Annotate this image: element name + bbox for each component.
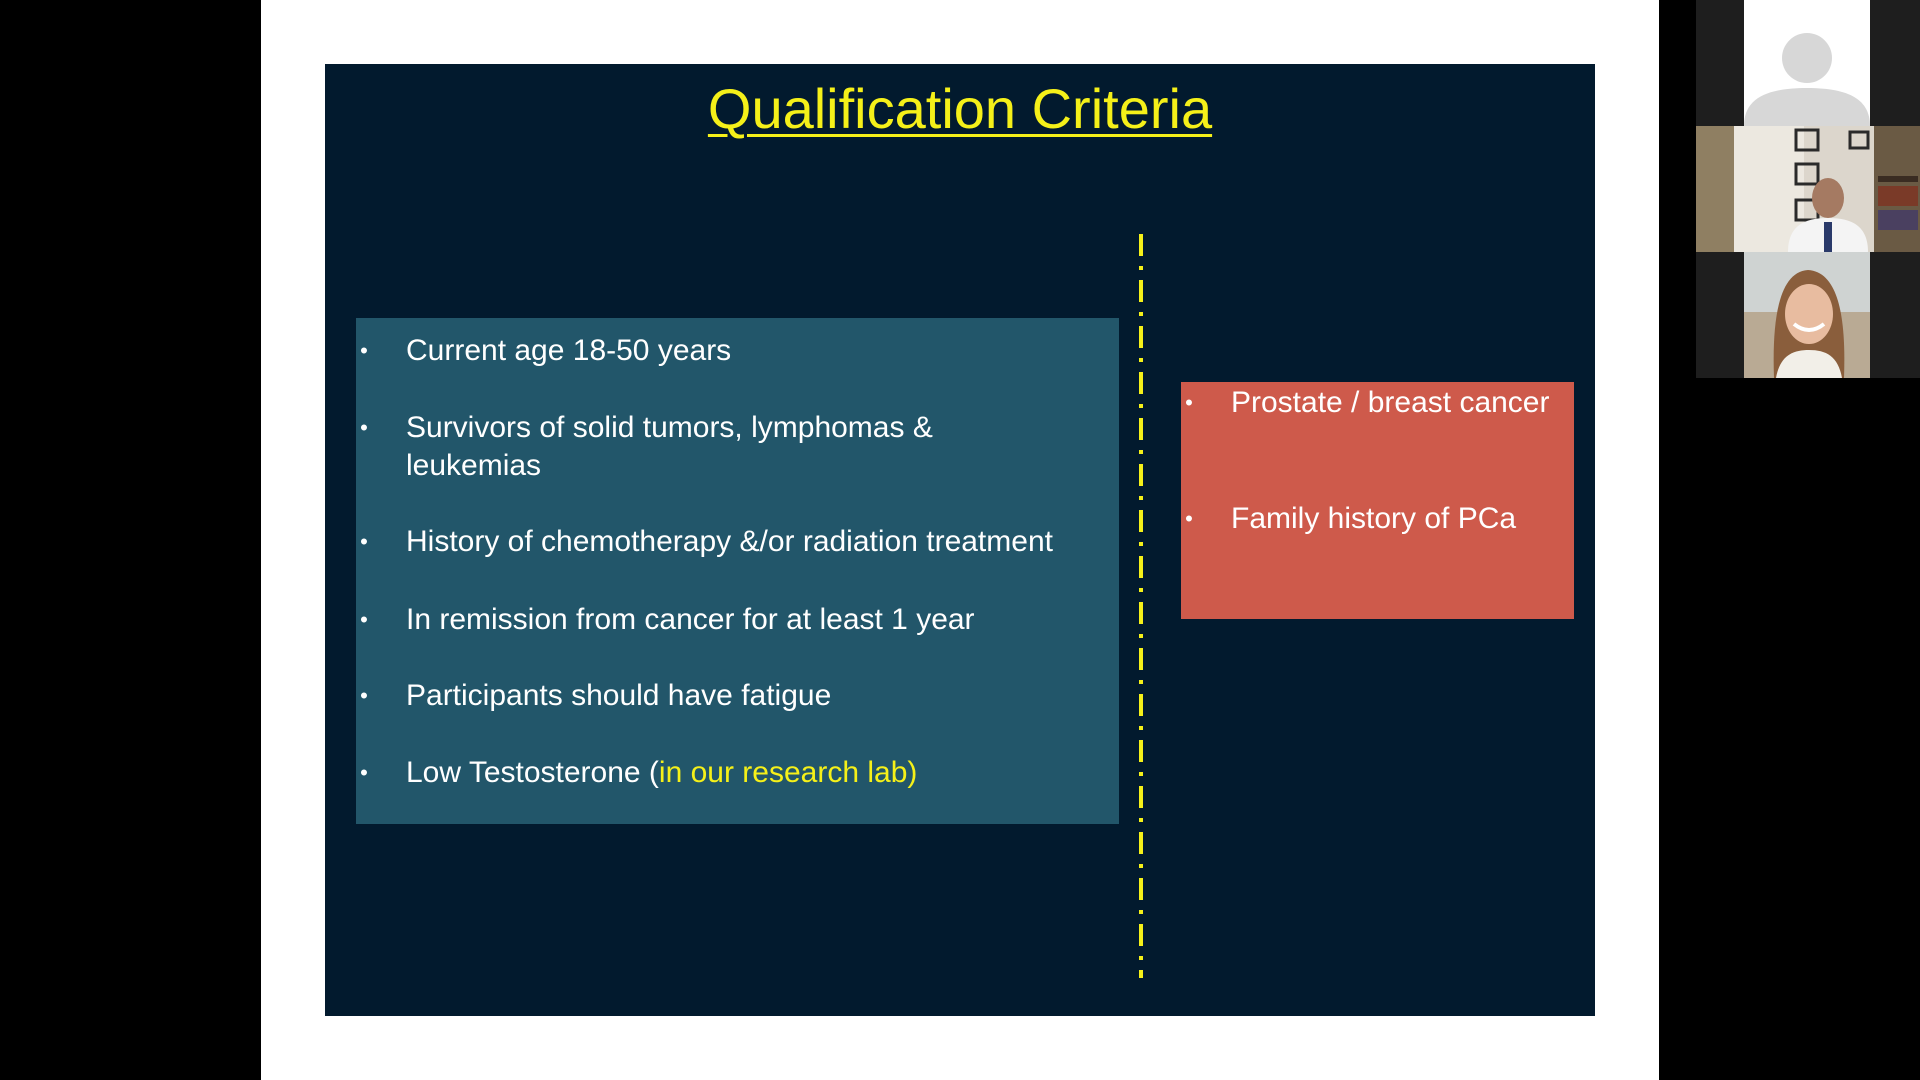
participant-video-strip bbox=[1696, 0, 1920, 380]
participant-tile[interactable] bbox=[1696, 126, 1920, 252]
participant-tile[interactable] bbox=[1696, 0, 1920, 126]
criteria-text: Low Testosterone ( bbox=[406, 756, 659, 789]
participant-tile[interactable] bbox=[1696, 252, 1920, 378]
criteria-text: Family history of PCa bbox=[1231, 502, 1517, 535]
criteria-text: History of chemotherapy &/or radiation t… bbox=[406, 525, 1053, 558]
criteria-text: In remission from cancer for at least 1 … bbox=[406, 603, 975, 636]
bullet-icon: • bbox=[360, 760, 368, 785]
dashed-divider bbox=[1139, 234, 1143, 978]
criteria-text: Current age 18-50 years bbox=[406, 334, 732, 367]
criteria-text: Prostate / breast cancer bbox=[1231, 386, 1550, 419]
bullet-icon: • bbox=[360, 607, 368, 632]
bullet-icon: • bbox=[1185, 390, 1193, 415]
participant-video bbox=[1696, 252, 1920, 378]
slide-title: Qualification Criteria bbox=[707, 77, 1213, 140]
bullet-icon: • bbox=[1185, 506, 1193, 531]
inclusion-criteria-box: • Current age 18-50 years • Survivors of… bbox=[356, 318, 1119, 824]
participant-video bbox=[1696, 126, 1920, 252]
criteria-text: Survivors of solid tumors, lymphomas & l… bbox=[406, 411, 933, 482]
bullet-icon: • bbox=[360, 529, 368, 554]
bullet-icon: • bbox=[360, 415, 368, 440]
bullet-icon: • bbox=[360, 338, 368, 363]
criteria-text: Participants should have fatigue bbox=[406, 679, 832, 712]
presentation-slide: Qualification Criteria • Current age 18-… bbox=[325, 64, 1595, 1016]
risk-factors-box: • Prostate / breast cancer • Family hist… bbox=[1181, 382, 1574, 619]
criteria-highlight-text: in our research lab) bbox=[658, 756, 918, 789]
bullet-icon: • bbox=[360, 683, 368, 708]
user-avatar-icon bbox=[1744, 0, 1870, 126]
